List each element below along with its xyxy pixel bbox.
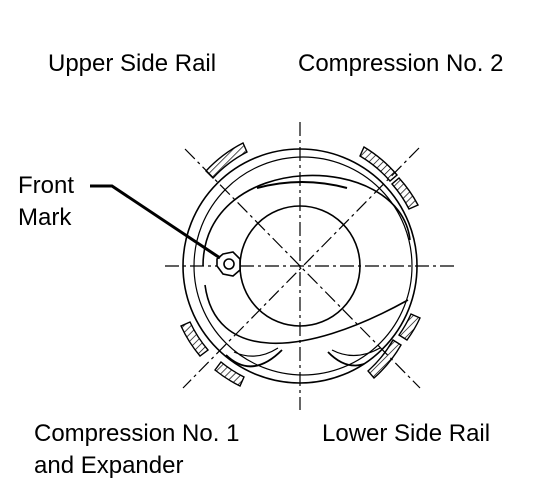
lower-side-rail-gap-marker-inner bbox=[397, 313, 421, 341]
diagonal-line-a bbox=[184, 148, 421, 389]
crescent-left-inner bbox=[233, 347, 279, 357]
piston-top-chord bbox=[256, 181, 348, 189]
piston-skirt-upper-curve bbox=[202, 174, 411, 267]
front-mark-dot bbox=[223, 258, 235, 270]
upper-side-rail-label: Upper Side Rail bbox=[48, 50, 217, 77]
crescent-left bbox=[225, 349, 283, 368]
expander-gap-marker bbox=[214, 360, 245, 387]
front-mark-label-line2: Mark bbox=[18, 204, 72, 231]
front-mark-leader-line bbox=[90, 184, 221, 260]
front-mark bbox=[216, 251, 241, 277]
piston-skirt-lower-curve bbox=[204, 284, 409, 345]
piston-ring-groove bbox=[193, 156, 413, 376]
compression-no-1-gap-marker bbox=[180, 321, 210, 357]
ring-end-crescents bbox=[225, 347, 386, 368]
upper-side-rail-gap-marker bbox=[205, 142, 248, 180]
lower-side-rail-gap-marker bbox=[367, 339, 402, 379]
lower-side-rail-label: Lower Side Rail bbox=[322, 420, 491, 447]
ring-gap-markers bbox=[180, 142, 421, 387]
compression-no-2-gap-marker-outer bbox=[359, 145, 398, 182]
compression-no-2-gap-marker-inner bbox=[391, 177, 419, 210]
piston-outer-circle bbox=[182, 148, 418, 384]
axis-center-lines bbox=[165, 122, 455, 410]
front-mark-label-line1: Front bbox=[18, 172, 75, 199]
crescent-right-inner bbox=[331, 347, 381, 357]
compression-no-2-label: Compression No. 2 bbox=[298, 50, 504, 77]
compression-no-1-label-line1: Compression No. 1 bbox=[34, 420, 240, 447]
compression-no-1-label-line2: and Expander bbox=[34, 452, 184, 479]
